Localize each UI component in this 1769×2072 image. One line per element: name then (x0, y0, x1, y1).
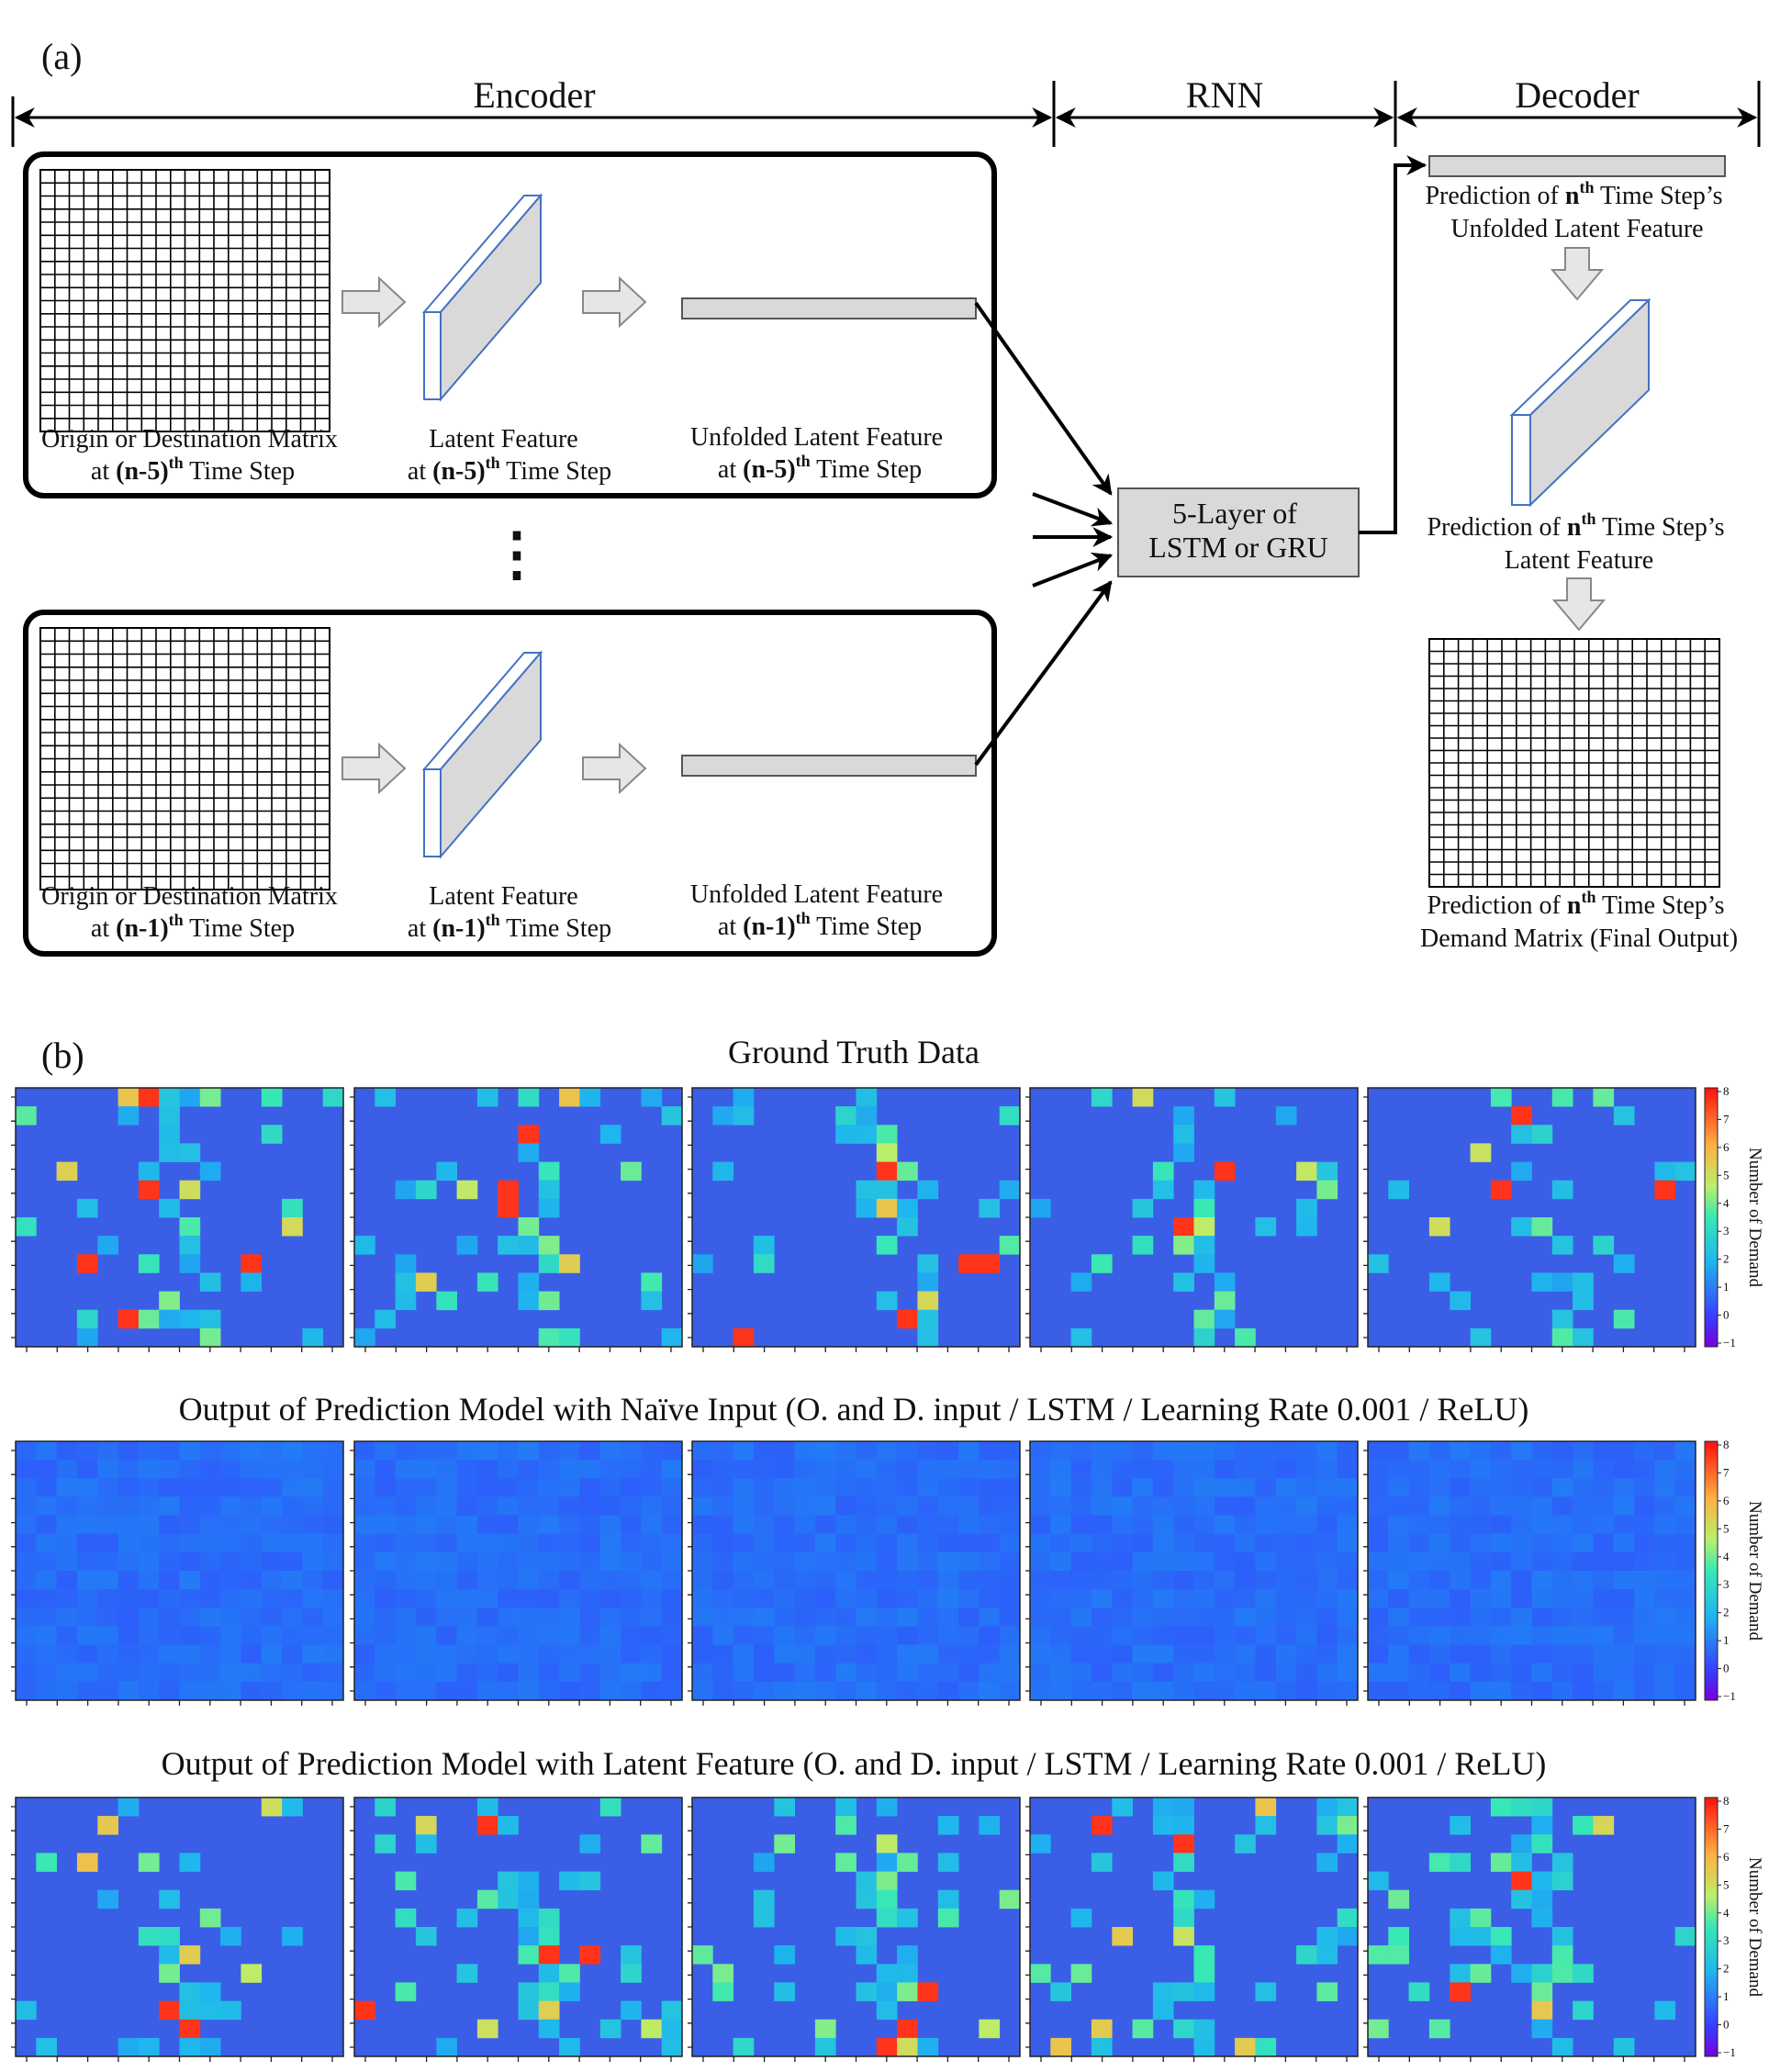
block-arrow (582, 742, 647, 795)
colorbar-tick: 7 (1723, 1112, 1730, 1126)
colorbar-tick: 2 (1723, 1962, 1730, 1976)
colorbar-tick: 8 (1723, 1794, 1730, 1808)
heatmap-panel (1025, 1797, 1359, 2062)
latent-label-2: Latent Feature at (n-1)th Time Step (408, 882, 611, 943)
block-arrow (341, 742, 407, 795)
colorbar-title: Number of Demand (1745, 1857, 1764, 1997)
colorbar-tick: 4 (1723, 1550, 1730, 1563)
encoder-block-1: Origin or Destination Matrix at (n-5)th … (23, 151, 997, 498)
colorbar: 8 7 6 5 4 3 2 1 0 −1 Number of Demand (1704, 1084, 1764, 1350)
colorbar-tick: 1 (1723, 1989, 1730, 2003)
heatmap-panel (688, 1440, 1021, 1706)
colorbar-tick: 5 (1723, 1168, 1730, 1182)
colorbar-tick: 4 (1723, 1906, 1730, 1920)
colorbar-tick: 3 (1723, 1933, 1730, 1947)
panel-b-label: (b) (41, 1035, 84, 1076)
colorbar: 8 7 6 5 4 3 2 1 0 −1 Number of Demand (1704, 1438, 1764, 1703)
decoder-down-arrow-2 (1551, 577, 1607, 632)
decoder-down-arrow-1 (1550, 247, 1605, 301)
colorbar-tick: −1 (1723, 2045, 1736, 2059)
encoder-block-2: Origin or Destination Matrix at (n-1)th … (23, 610, 997, 957)
colorbar-tick: 2 (1723, 1606, 1730, 1619)
heatmap-panel (350, 1087, 683, 1352)
heatmap-panel (350, 1797, 683, 2062)
section-encoder: Encoder (473, 74, 595, 116)
input-grid-1 (39, 169, 330, 432)
row-title-latent: Output of Prediction Model with Latent F… (162, 1745, 1547, 1782)
heatmap-panel (1363, 1087, 1696, 1352)
heatmap-panel (11, 1087, 344, 1352)
rnn-box (1117, 487, 1360, 577)
heatmap-panel (11, 1440, 344, 1706)
predicted-latent-label: Prediction of nth Time Step’s Latent Fea… (1427, 510, 1730, 575)
colorbar-tick: 0 (1723, 2018, 1730, 2032)
section-dimension-arrows (11, 81, 1761, 147)
colorbar-tick: −1 (1723, 1689, 1736, 1703)
input-grid-2 (39, 627, 330, 890)
heatmap-panel (11, 1797, 344, 2062)
colorbar: 8 7 6 5 4 3 2 1 0 −1 Number of Demand (1704, 1794, 1764, 2059)
colorbar-tick: 4 (1723, 1196, 1730, 1210)
section-decoder: Decoder (1515, 74, 1639, 116)
unfolded-label-1: Unfolded Latent Feature at (n-5)th Time … (690, 423, 949, 484)
colorbar-tick: 5 (1723, 1521, 1730, 1535)
rnn-input-arrows (974, 301, 1114, 767)
output-demand-grid (1428, 638, 1720, 888)
row-title-ground-truth: Ground Truth Data (728, 1034, 980, 1070)
heatmap-panel (1363, 1797, 1696, 2062)
block-arrow (582, 275, 647, 329)
colorbar-title: Number of Demand (1745, 1148, 1764, 1287)
colorbar-tick: 8 (1723, 1438, 1730, 1451)
colorbar-tick: 0 (1723, 1308, 1730, 1322)
colorbar-tick: 7 (1723, 1465, 1730, 1479)
ellipsis: ⋮ (487, 521, 546, 587)
heatmap-panel (1363, 1440, 1696, 1706)
predicted-latent-slab (1509, 297, 1651, 508)
section-rnn: RNN (1186, 74, 1263, 116)
colorbar-tick: −1 (1723, 1336, 1736, 1350)
colorbar-tick: 6 (1723, 1140, 1730, 1154)
rnn-to-decoder-arrow (1359, 155, 1428, 534)
colorbar-tick: 3 (1723, 1224, 1730, 1238)
colorbar-tick: 0 (1723, 1662, 1730, 1675)
predicted-unfolded-label: Prediction of nth Time Step’s Unfolded L… (1425, 178, 1729, 243)
unfolded-label-2: Unfolded Latent Feature at (n-1)th Time … (690, 880, 949, 941)
latent-feature-slab-2 (421, 650, 543, 859)
colorbar-tick: 5 (1723, 1877, 1730, 1891)
predicted-demand-label: Prediction of nth Time Step’s Demand Mat… (1420, 888, 1738, 953)
colorbar-tick: 2 (1723, 1252, 1730, 1266)
heatmap-panel (1025, 1087, 1359, 1352)
heatmap-panel (688, 1797, 1021, 2062)
colorbar-title: Number of Demand (1745, 1501, 1764, 1641)
colorbar-tick: 1 (1723, 1633, 1730, 1647)
matrix-label-1: Origin or Destination Matrix at (n-5)th … (41, 425, 344, 486)
panel-a-label: (a) (41, 36, 82, 77)
latent-feature-slab-1 (421, 193, 543, 402)
heatmap-panel (1025, 1440, 1359, 1706)
heatmap-panel (350, 1440, 683, 1706)
colorbar-tick: 6 (1723, 1494, 1730, 1507)
predicted-unfolded-bar (1428, 155, 1726, 177)
unfolded-latent-bar-2 (681, 755, 977, 777)
latent-label-1: Latent Feature at (n-5)th Time Step (408, 425, 611, 486)
heatmap-rows (11, 1087, 1696, 2062)
matrix-label-2: Origin or Destination Matrix at (n-1)th … (41, 882, 344, 943)
block-arrow (341, 275, 407, 329)
colorbar-tick: 1 (1723, 1280, 1730, 1294)
colorbar-tick: 8 (1723, 1084, 1730, 1098)
rnn-box-label: 5-Layer of LSTM or GRU (1148, 497, 1328, 564)
colorbar-tick: 3 (1723, 1577, 1730, 1591)
unfolded-latent-bar-1 (681, 297, 977, 319)
row-title-naive: Output of Prediction Model with Naïve In… (179, 1391, 1529, 1428)
colorbar-tick: 7 (1723, 1821, 1730, 1835)
heatmap-panel (688, 1087, 1021, 1352)
colorbar-tick: 6 (1723, 1850, 1730, 1864)
